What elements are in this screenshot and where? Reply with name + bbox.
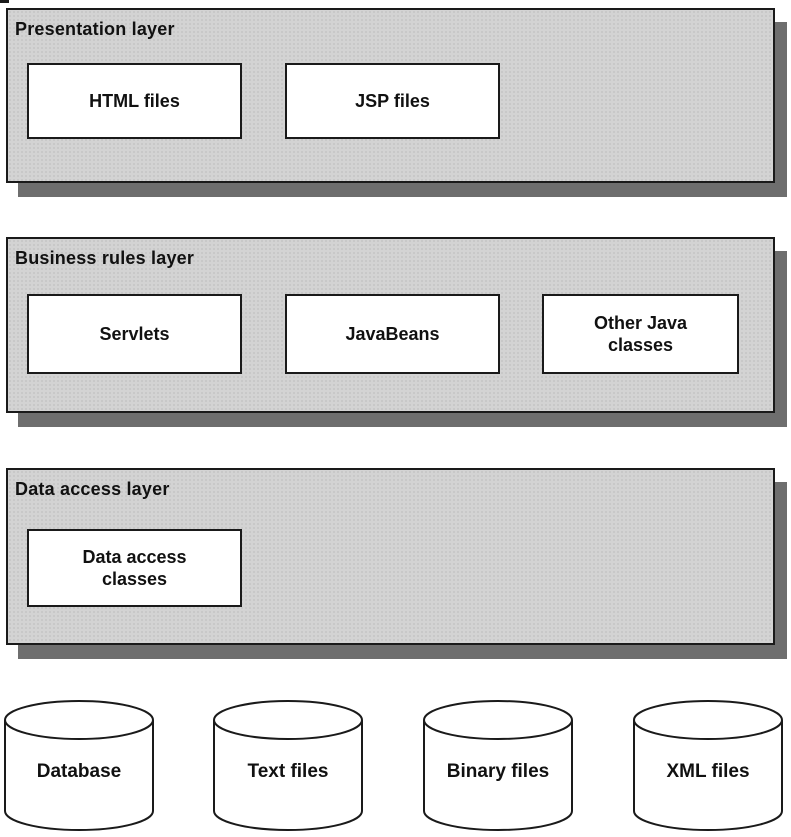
datastore-text-files-label: Text files [247, 761, 329, 782]
layer-presentation-title: Presentation layer [15, 19, 175, 39]
box-javabeans-label: JavaBeans [345, 323, 440, 344]
layer-presentation: Presentation layer HTML files JSP files [6, 8, 775, 183]
layer-data-access-title: Data access layer [15, 479, 170, 499]
scan-corner-mark [0, 0, 9, 3]
database-cylinder-icon [213, 700, 363, 831]
box-data-access-classes-label: Data access classes [82, 546, 187, 590]
box-servlets-label: Servlets [99, 323, 170, 344]
database-cylinder-icon [423, 700, 573, 831]
box-javabeans: JavaBeans [285, 294, 500, 374]
database-cylinder-icon [633, 700, 783, 831]
box-other-java-classes: Other Java classes [542, 294, 739, 374]
database-cylinder-icon [4, 700, 154, 831]
box-jsp-files: JSP files [285, 63, 500, 139]
box-html-files-label: HTML files [89, 90, 180, 111]
layer-data-access: Data access layer Data access classes [6, 468, 775, 645]
layer-business-rules-title: Business rules layer [15, 248, 195, 268]
box-servlets: Servlets [27, 294, 242, 374]
datastore-database: Database [3, 698, 155, 835]
datastore-xml-files: XML files [632, 698, 784, 835]
datastore-binary-files: Binary files [422, 698, 574, 835]
datastore-database-label: Database [36, 761, 122, 782]
box-jsp-files-label: JSP files [355, 90, 430, 111]
datastore-binary-files-label: Binary files [446, 761, 550, 782]
box-other-java-classes-label: Other Java classes [593, 312, 688, 356]
datastore-text-files: Text files [212, 698, 364, 835]
box-data-access-classes: Data access classes [27, 529, 242, 607]
datastore-xml-files-label: XML files [666, 761, 750, 782]
box-html-files: HTML files [27, 63, 242, 139]
layer-business-rules: Business rules layer Servlets JavaBeans … [6, 237, 775, 413]
